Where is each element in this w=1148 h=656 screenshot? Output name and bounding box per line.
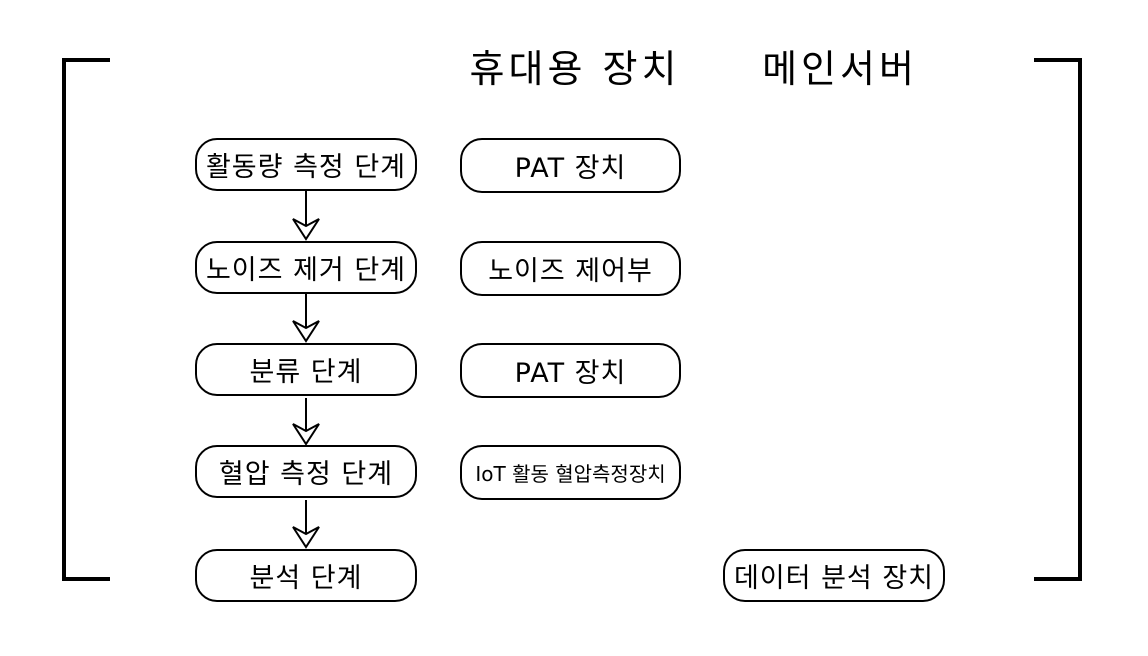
flow-arrow-2 (292, 294, 320, 343)
device-node-iot-blood-pressure: IoT 활동 혈압측정장치 (460, 445, 681, 500)
device-node-pat-2: PAT 장치 (460, 343, 681, 398)
step-node-blood-pressure-measurement: 혈압 측정 단계 (195, 445, 417, 498)
device-node-pat-1: PAT 장치 (460, 138, 681, 193)
step-node-analysis: 분석 단계 (195, 549, 417, 602)
flow-arrow-1 (292, 191, 320, 241)
step-node-activity-measurement: 활동량 측정 단계 (195, 138, 417, 191)
column-header-portable-device: 휴대용 장치 (469, 47, 681, 91)
device-node-noise-controller: 노이즈 제어부 (460, 241, 681, 296)
column-header-main-server: 메인서버 (762, 47, 918, 91)
right-bracket (1034, 58, 1082, 581)
step-node-classification: 분류 단계 (195, 343, 417, 396)
flow-arrow-4 (292, 500, 320, 549)
left-bracket (62, 58, 110, 581)
server-node-data-analysis: 데이터 분석 장치 (723, 549, 945, 602)
step-node-noise-removal: 노이즈 제거 단계 (195, 241, 417, 294)
flow-arrow-3 (292, 398, 320, 446)
